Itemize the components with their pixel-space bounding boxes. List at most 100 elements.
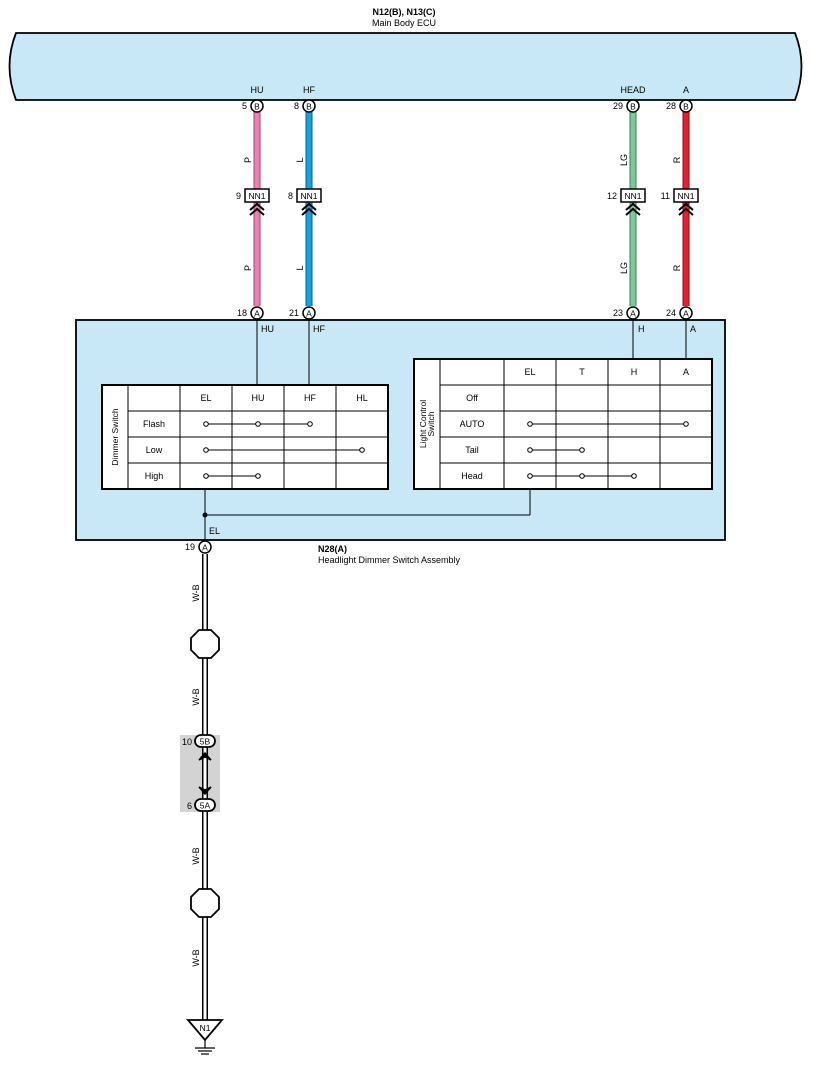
switch-pin-21: A 21 bbox=[289, 306, 316, 320]
light-control-title-1: Light Control bbox=[418, 400, 428, 448]
switch-assembly-name: Headlight Dimmer Switch Assembly bbox=[318, 555, 461, 565]
ecu-pin-28: B 28 bbox=[666, 99, 693, 113]
dimmer-contact-point bbox=[203, 473, 209, 479]
svg-text:12: 12 bbox=[607, 191, 617, 201]
ecu-signal-head: HEAD bbox=[620, 85, 646, 95]
connector-5b-label: 5B bbox=[200, 737, 211, 747]
light-col-el: EL bbox=[524, 367, 535, 377]
splice-octagon-1 bbox=[190, 629, 220, 659]
connector-5a-label: 5A bbox=[200, 801, 211, 811]
light-row-auto: AUTO bbox=[460, 419, 485, 429]
svg-text:5: 5 bbox=[242, 101, 247, 111]
svg-text:NN1: NN1 bbox=[624, 191, 641, 201]
junction-nn1-p: NN1 9 bbox=[236, 188, 270, 216]
junction-nn1-r: NN1 11 bbox=[661, 188, 699, 216]
svg-text:18: 18 bbox=[237, 308, 247, 318]
light-control-title-2: Switch bbox=[426, 411, 436, 436]
ecu-signal-hu: HU bbox=[251, 85, 264, 95]
dimmer-col-el: EL bbox=[200, 393, 211, 403]
ecu-box bbox=[8, 32, 803, 101]
light-control-contact-point bbox=[579, 447, 585, 453]
svg-text:19: 19 bbox=[185, 542, 195, 552]
svg-text:23: 23 bbox=[613, 308, 623, 318]
svg-text:N1: N1 bbox=[200, 1023, 211, 1033]
dimmer-switch-table: Dimmer Switch EL HU HF HL Flash Low High bbox=[101, 384, 389, 490]
switch-pin-23: A 23 bbox=[613, 306, 640, 320]
wire-label-l-top: L bbox=[295, 157, 305, 162]
svg-text:24: 24 bbox=[666, 308, 676, 318]
dimmer-switch-title: Dimmer Switch bbox=[110, 408, 120, 465]
svg-text:B: B bbox=[306, 102, 312, 112]
svg-text:B: B bbox=[630, 102, 636, 112]
light-col-t: T bbox=[579, 367, 585, 377]
connector-5b-pin: 10 bbox=[182, 737, 192, 747]
splice-octagon-2 bbox=[190, 888, 220, 918]
dimmer-contact-point bbox=[255, 473, 261, 479]
light-control-contact-point bbox=[527, 473, 533, 479]
wire-label-wb-3: W-B bbox=[191, 847, 201, 864]
dimmer-col-hu: HU bbox=[252, 393, 265, 403]
svg-text:B: B bbox=[683, 102, 689, 112]
switch-assembly-code: N28(A) bbox=[318, 544, 347, 554]
light-col-h: H bbox=[631, 367, 638, 377]
dimmer-row-low: Low bbox=[146, 445, 163, 455]
junction-dot bbox=[202, 512, 208, 518]
light-control-contact-point bbox=[527, 447, 533, 453]
switch-pin-24: A 24 bbox=[666, 306, 693, 320]
dimmer-contact-point bbox=[203, 447, 209, 453]
connector-5a-pin: 6 bbox=[187, 801, 192, 811]
connector-5: 5B 10 5A 6 bbox=[180, 734, 220, 812]
dimmer-contact-point bbox=[203, 421, 209, 427]
ecu-pin-8: B 8 bbox=[294, 99, 316, 113]
svg-text:28: 28 bbox=[666, 101, 676, 111]
svg-text:A: A bbox=[683, 309, 689, 319]
wire-label-r-bottom: R bbox=[672, 264, 682, 271]
wire-label-wb-1: W-B bbox=[191, 584, 201, 601]
svg-text:8: 8 bbox=[288, 191, 293, 201]
internal-label-hu: HU bbox=[261, 324, 274, 334]
light-control-contact-point bbox=[631, 473, 637, 479]
svg-text:A: A bbox=[306, 309, 312, 319]
switch-pin-18: A 18 bbox=[237, 306, 264, 320]
ecu-signal-hf: HF bbox=[303, 85, 315, 95]
switch-pin-19: A 19 bbox=[185, 540, 212, 554]
light-control-contact-point bbox=[527, 421, 533, 427]
internal-label-hf: HF bbox=[313, 324, 325, 334]
light-control-switch-table: Light Control Switch EL T H A Off AUTO T… bbox=[413, 358, 713, 490]
internal-wires bbox=[204, 320, 687, 540]
internal-label-a: A bbox=[690, 324, 696, 334]
wire-label-lg-bottom: LG bbox=[619, 262, 629, 274]
svg-text:NN1: NN1 bbox=[248, 191, 265, 201]
wire-label-p-top: P bbox=[243, 157, 253, 163]
wire-label-p-bottom: P bbox=[243, 265, 253, 271]
light-control-contact-point bbox=[579, 473, 585, 479]
ecu-pin-29: B 29 bbox=[613, 99, 640, 113]
svg-text:29: 29 bbox=[613, 101, 623, 111]
svg-text:A: A bbox=[202, 543, 208, 553]
light-row-head: Head bbox=[461, 471, 483, 481]
light-col-a: A bbox=[683, 367, 689, 377]
svg-text:NN1: NN1 bbox=[300, 191, 317, 201]
ground-point-n1: N1 bbox=[186, 1019, 224, 1055]
junction-nn1-lg: NN1 12 bbox=[607, 188, 646, 216]
dimmer-contact-point bbox=[255, 421, 261, 427]
wire-label-l-bottom: L bbox=[295, 265, 305, 270]
wire-label-lg-top: LG bbox=[619, 154, 629, 166]
junction-nn1-l: NN1 8 bbox=[288, 188, 322, 216]
light-row-off: Off bbox=[466, 393, 478, 403]
dimmer-col-hf: HF bbox=[304, 393, 316, 403]
svg-text:9: 9 bbox=[236, 191, 241, 201]
dimmer-contact-point bbox=[359, 447, 365, 453]
ecu-name: Main Body ECU bbox=[372, 18, 436, 28]
svg-text:11: 11 bbox=[661, 191, 670, 201]
ecu-code: N12(B), N13(C) bbox=[372, 7, 435, 17]
svg-text:8: 8 bbox=[294, 101, 299, 111]
svg-text:A: A bbox=[254, 309, 260, 319]
dimmer-row-high: High bbox=[145, 471, 164, 481]
internal-label-el: EL bbox=[209, 526, 220, 536]
svg-text:B: B bbox=[254, 102, 260, 112]
light-control-contact-point bbox=[683, 421, 689, 427]
dimmer-row-flash: Flash bbox=[143, 419, 165, 429]
svg-text:A: A bbox=[630, 309, 636, 319]
